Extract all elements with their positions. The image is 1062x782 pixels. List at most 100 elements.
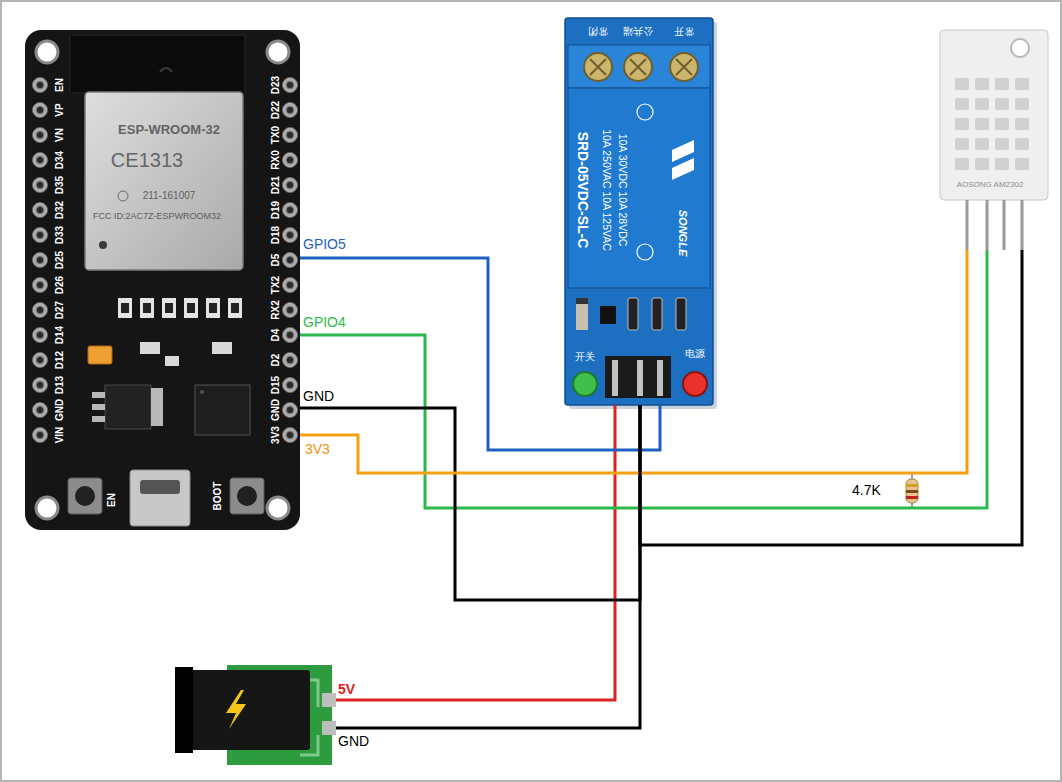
ground-wire xyxy=(330,405,640,728)
header-pin xyxy=(657,360,663,396)
pin-label: 3V3 xyxy=(270,426,282,444)
pin-label: TX2 xyxy=(270,276,282,294)
cert-mark-text: CE1313 xyxy=(111,149,183,172)
cert-number: 211-161007 xyxy=(143,190,196,202)
vent xyxy=(955,138,969,150)
wire-label: GPIO4 xyxy=(303,314,346,330)
dht22-sensor: AOSONG AM2302 xyxy=(940,30,1048,250)
vent xyxy=(1015,158,1029,170)
resistor-value: 4.7K xyxy=(852,482,881,498)
smd-part xyxy=(118,298,132,318)
vent xyxy=(995,78,1009,90)
resistor-band xyxy=(906,496,918,499)
mount-hole xyxy=(267,41,289,63)
led-label: 电源 xyxy=(685,348,705,360)
pin1-dot xyxy=(99,241,107,249)
transistor xyxy=(600,306,616,324)
esp32-illustration xyxy=(25,30,303,530)
wroom-module: ESP-WROOM-32CE1313211-161007FCC ID:2AC7Z… xyxy=(85,92,243,270)
mount-hole xyxy=(1011,39,1029,57)
esp32-board: ENVPVND34D35D32D33D25D26D27D14D12D13GNDV… xyxy=(25,30,300,530)
pin-label: D5 xyxy=(270,254,282,267)
smd-body xyxy=(121,303,129,313)
wire xyxy=(300,250,987,508)
screw-slot xyxy=(590,59,692,75)
pin-header xyxy=(28,73,53,448)
diode xyxy=(576,298,588,330)
terminal-label: 公共端 xyxy=(623,25,653,37)
smd-part xyxy=(140,298,154,318)
header-pin xyxy=(612,360,618,396)
pin-label: D18 xyxy=(270,226,282,244)
jack-face xyxy=(175,667,193,753)
vent xyxy=(955,78,969,90)
pin-label: D26 xyxy=(54,276,66,294)
terminal-label: 常开 xyxy=(674,25,694,37)
wire xyxy=(300,258,660,450)
regulator-tab xyxy=(151,388,163,426)
vent xyxy=(995,118,1009,130)
vent xyxy=(995,98,1009,110)
resistor xyxy=(676,298,686,330)
pin-label: D22 xyxy=(270,101,282,119)
button-cap xyxy=(75,486,95,506)
terminal-label: 常闭 xyxy=(588,25,608,37)
relay-model: SRD-05VDC-SL-C xyxy=(575,132,591,249)
smd-body xyxy=(165,303,173,313)
relay-rating: 10A 250VAC 10A 125VAC xyxy=(601,129,613,251)
pin-label: D25 xyxy=(54,251,66,269)
wire-label: GND xyxy=(303,388,334,404)
vent xyxy=(955,118,969,130)
usb-uart-chip xyxy=(195,385,250,435)
vent xyxy=(1015,138,1029,150)
smd-part xyxy=(206,298,220,318)
vent xyxy=(1015,78,1029,90)
pin-label: VN xyxy=(54,128,66,142)
regulator-lead xyxy=(92,392,105,398)
resistor-body xyxy=(906,479,918,503)
relay-brand: SONGLE xyxy=(677,210,690,256)
button-label: EN xyxy=(106,493,118,507)
wire-label: 3V3 xyxy=(305,441,330,457)
cert-mark xyxy=(637,104,653,120)
pin-label: D32 xyxy=(54,201,66,219)
vent xyxy=(975,118,989,130)
vent xyxy=(995,158,1009,170)
vent xyxy=(1015,98,1029,110)
pin-label: VP xyxy=(54,103,66,116)
vent xyxy=(975,98,989,110)
pin-label: D4 xyxy=(270,329,282,342)
usb-opening xyxy=(140,480,180,494)
mount-hole xyxy=(36,41,58,63)
relay-pcb xyxy=(565,18,713,405)
en-button xyxy=(68,478,102,514)
relay-illustration xyxy=(565,18,717,409)
antenna-area xyxy=(70,35,245,93)
pin-label: TX0 xyxy=(270,126,282,144)
diode-band xyxy=(576,298,588,304)
sensor-body xyxy=(940,30,1048,200)
button-label: BOOT xyxy=(212,482,224,511)
power-icon xyxy=(226,690,246,729)
smd-part xyxy=(165,356,179,366)
cert-mark xyxy=(637,244,653,260)
brand-logo xyxy=(672,140,694,180)
module-name: ESP-WROOM-32 xyxy=(118,123,220,138)
smd-part xyxy=(162,298,176,318)
pin-header xyxy=(605,356,671,398)
resistor-band xyxy=(906,484,918,487)
pin-label: D14 xyxy=(54,326,66,344)
resistor xyxy=(628,298,638,330)
pin-label: GND xyxy=(270,399,282,421)
power-led xyxy=(683,372,707,396)
dc-jack-illustration xyxy=(175,665,336,765)
pin-label: D15 xyxy=(270,376,282,394)
cert-mark xyxy=(118,191,128,201)
led xyxy=(88,346,112,364)
pin-label: D23 xyxy=(270,76,282,94)
supply-label: GND xyxy=(338,733,369,749)
